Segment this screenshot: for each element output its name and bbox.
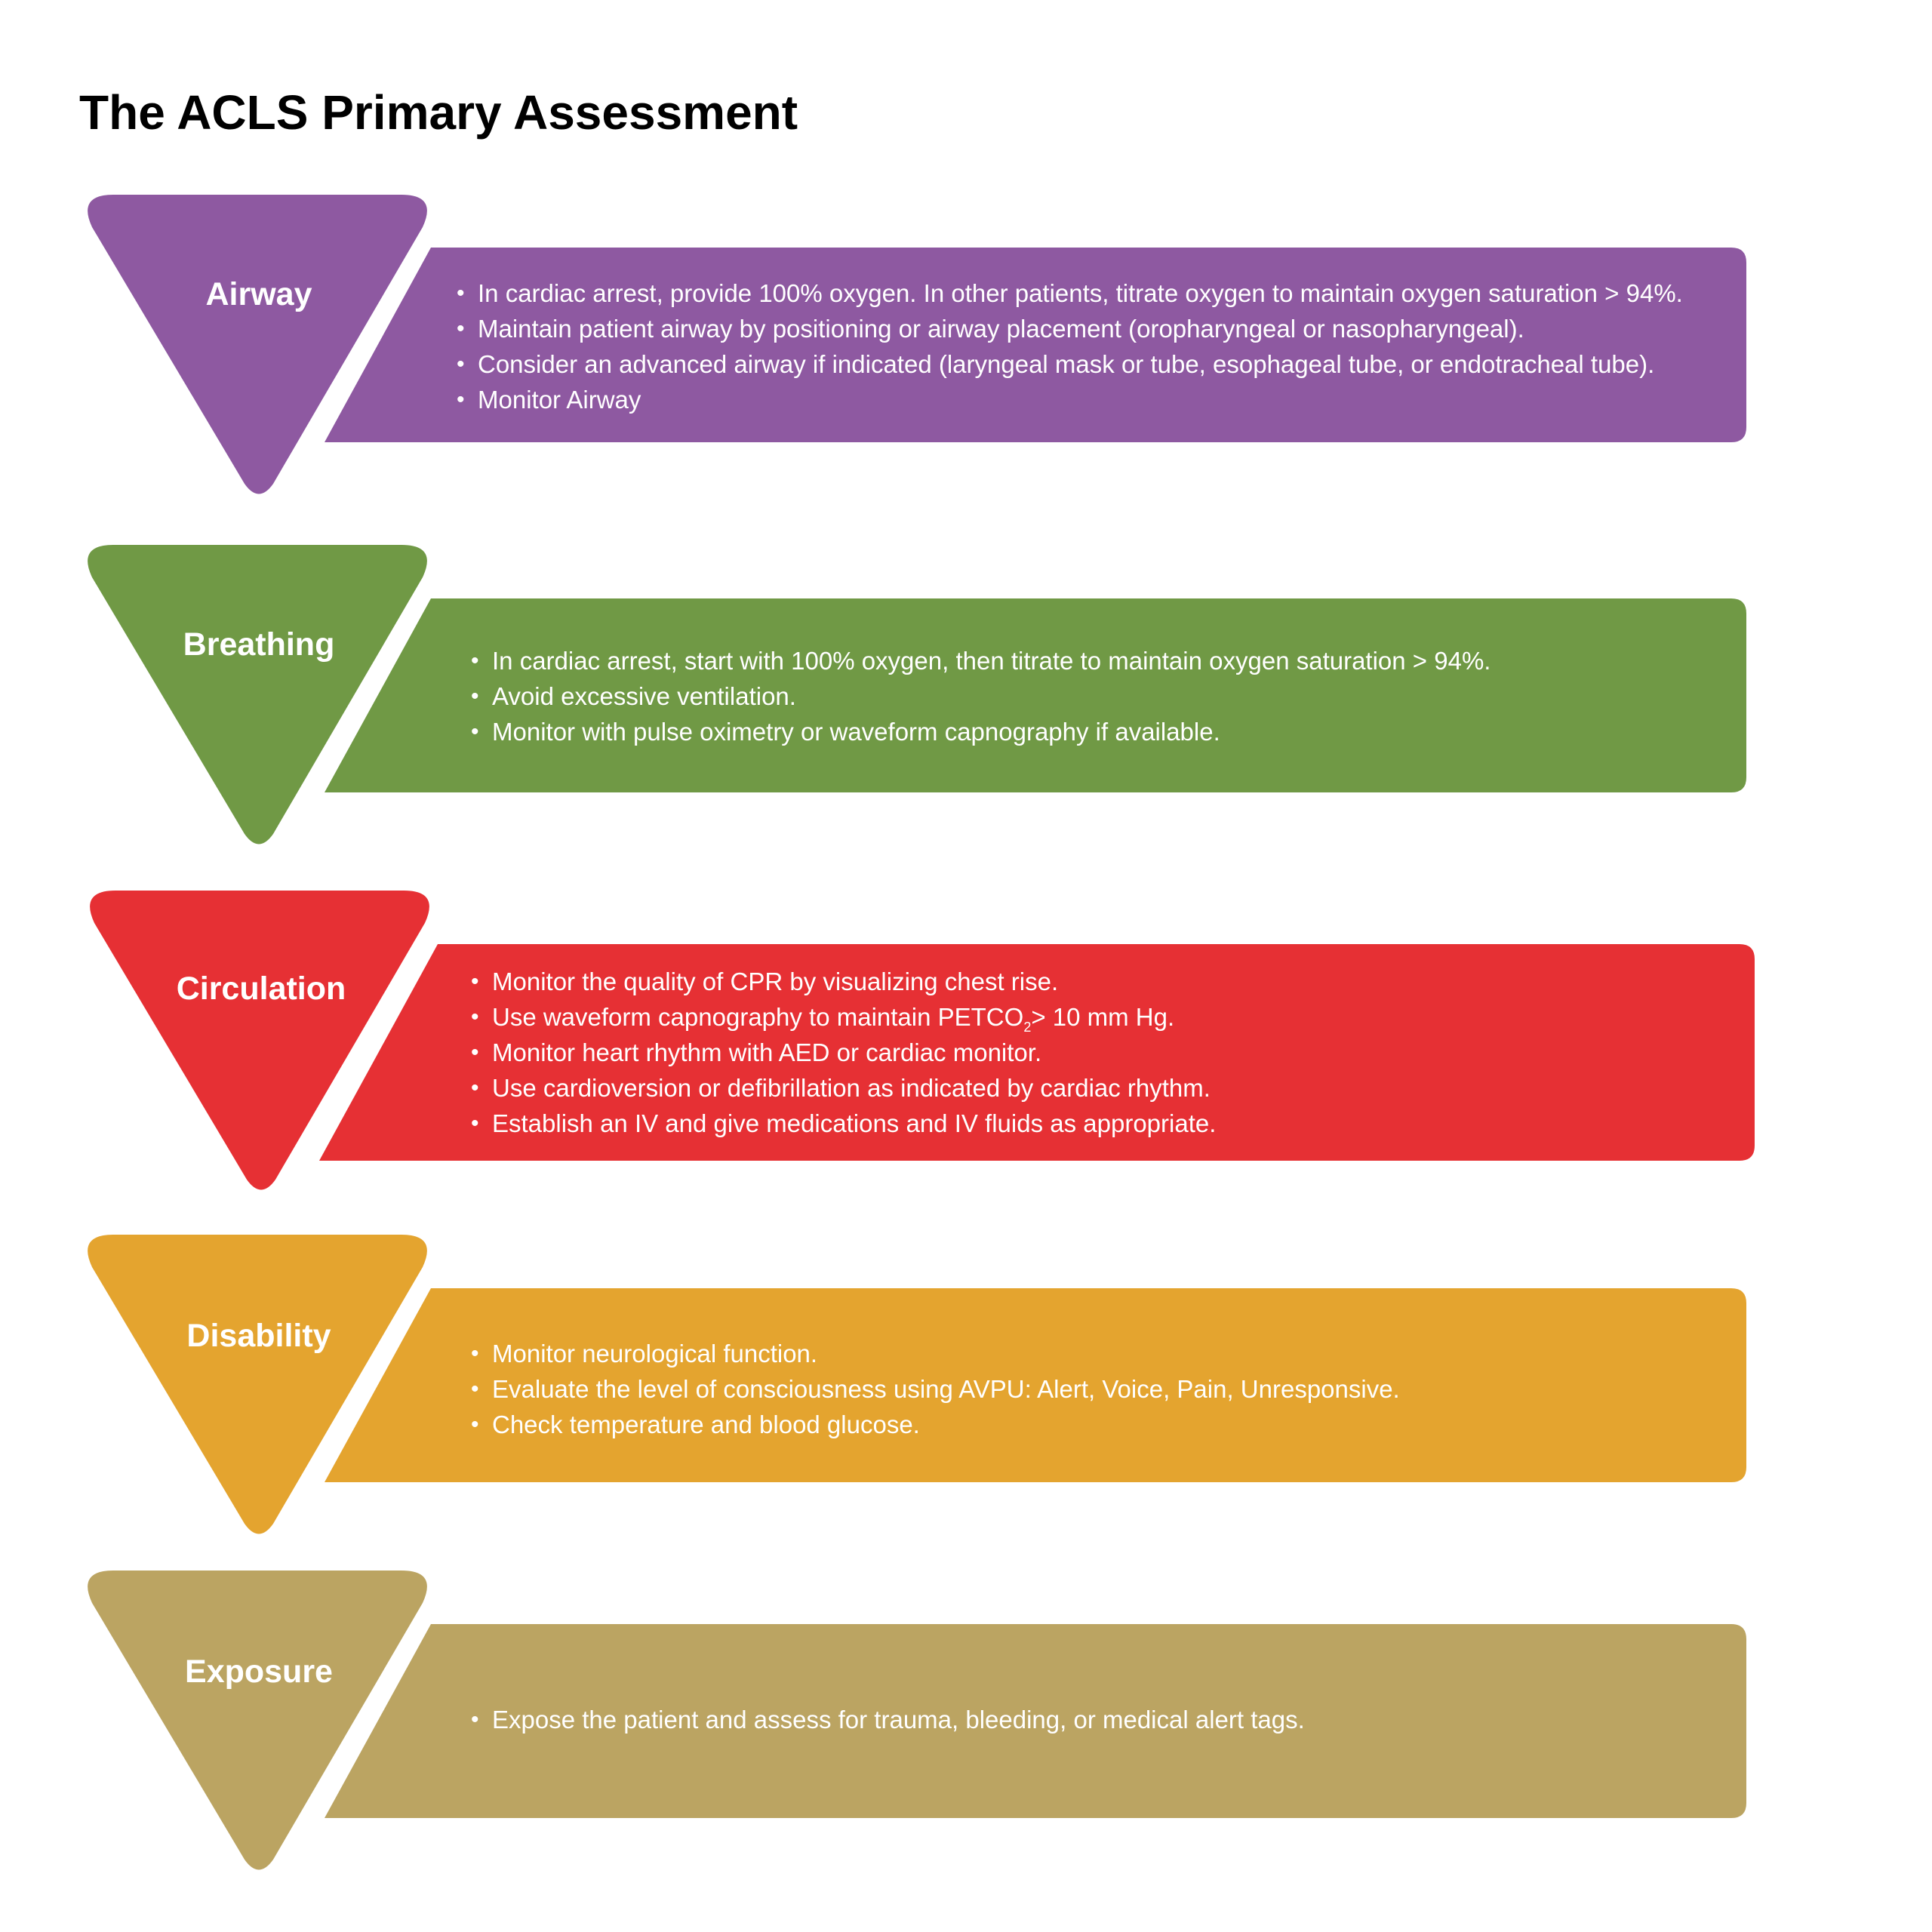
exposure-bullets: Expose the patient and assess for trauma…: [471, 1702, 1305, 1737]
breathing-bullet: Monitor with pulse oximetry or waveform …: [471, 714, 1491, 749]
airway-bullet: Monitor Airway: [457, 382, 1683, 417]
airway-bullets: In cardiac arrest, provide 100% oxygen. …: [457, 275, 1683, 417]
page-title: The ACLS Primary Assessment: [79, 85, 798, 140]
disability-bullets: Monitor neurological function. Evaluate …: [471, 1336, 1400, 1442]
circulation-bullet: Monitor the quality of CPR by visualizin…: [471, 964, 1216, 999]
circulation-bullet: Establish an IV and give medications and…: [471, 1106, 1216, 1141]
exposure-label: Exposure: [185, 1654, 333, 1690]
disability-triangle: [88, 1235, 427, 1534]
circulation-bullets: Monitor the quality of CPR by visualizin…: [471, 964, 1216, 1141]
step-exposure: Exposure Expose the patient and assess f…: [0, 1569, 1932, 1872]
step-breathing: Breathing In cardiac arrest, start with …: [0, 543, 1932, 847]
breathing-bullet: Avoid excessive ventilation.: [471, 678, 1491, 714]
breathing-bullets: In cardiac arrest, start with 100% oxyge…: [471, 643, 1491, 749]
airway-triangle: [88, 195, 427, 494]
breathing-triangle: [88, 545, 427, 844]
exposure-triangle: [88, 1571, 427, 1870]
step-disability: Disability Monitor neurological function…: [0, 1233, 1932, 1537]
airway-label: Airway: [205, 276, 312, 312]
exposure-bullet: Expose the patient and assess for trauma…: [471, 1702, 1305, 1737]
breathing-bullet: In cardiac arrest, start with 100% oxyge…: [471, 643, 1491, 678]
airway-bullet: In cardiac arrest, provide 100% oxygen. …: [457, 275, 1683, 311]
step-airway: Airway In cardiac arrest, provide 100% o…: [0, 193, 1932, 497]
disability-label: Disability: [186, 1318, 331, 1354]
circulation-bullet: Use cardioversion or defibrillation as i…: [471, 1070, 1216, 1106]
airway-bullet: Maintain patient airway by positioning o…: [457, 311, 1683, 346]
circulation-label: Circulation: [176, 971, 346, 1007]
circulation-bullet: Monitor heart rhythm with AED or cardiac…: [471, 1035, 1216, 1070]
disability-bullet: Monitor neurological function.: [471, 1336, 1400, 1371]
disability-bullet: Check temperature and blood glucose.: [471, 1407, 1400, 1442]
step-circulation: Circulation Monitor the quality of CPR b…: [0, 889, 1932, 1192]
circulation-triangle: [90, 891, 429, 1190]
breathing-label: Breathing: [183, 626, 335, 663]
disability-bullet: Evaluate the level of consciousness usin…: [471, 1371, 1400, 1407]
circulation-bullet-petco2: Use waveform capnography to maintain PET…: [471, 999, 1216, 1035]
airway-bullet: Consider an advanced airway if indicated…: [457, 346, 1683, 382]
